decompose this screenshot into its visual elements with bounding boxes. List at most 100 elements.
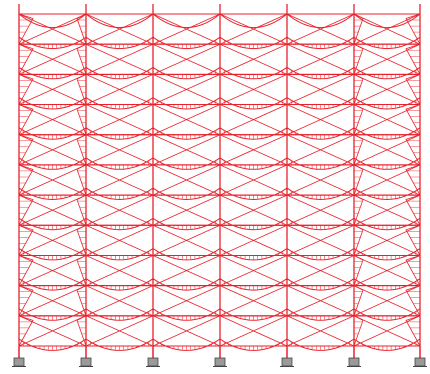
brace [353,104,421,136]
roof-moment-curve [152,13,221,28]
brace [18,74,87,105]
column-moment-wedge [18,285,34,317]
brace [152,255,221,286]
roof-moment-curve [286,13,355,28]
column-moment-wedge [405,254,421,286]
brace [219,43,288,75]
beam-moment-curve [286,96,355,110]
beam-moment-curve [18,307,87,321]
brace [85,43,154,75]
brace [85,164,154,196]
brace [85,134,154,166]
brace [152,74,221,105]
brace [18,224,87,256]
beam-moment-curve [18,247,87,261]
beam-moment-curve [219,338,288,351]
brace [353,13,421,45]
brace [286,74,355,105]
beam-moment-curve [18,217,87,231]
brace [219,255,288,286]
beam-moment-curve [286,187,355,201]
brace [353,194,421,226]
brace [18,255,87,286]
column-moment-wedge [18,315,34,347]
beam-moment-curve [85,126,154,140]
brace [353,164,421,196]
fixed-support [414,357,426,367]
brace [18,134,87,166]
brace [219,164,288,196]
beam-moment-curve [85,187,154,201]
brace [353,255,421,286]
supports-layer [12,357,427,367]
brace [219,104,288,136]
brace [286,43,355,75]
brace [219,315,288,347]
beam-moment-curve [18,156,87,170]
beam-moment-curve [85,217,154,231]
brace [353,134,421,166]
column-moment-wedge [405,134,421,166]
beam-moment-curve [286,217,355,231]
beam-moment-curve [219,126,288,140]
beam-moment-curve [353,338,421,351]
brace [286,13,355,45]
moment-hatch-layer [19,19,420,351]
beam-moment-curve [152,96,221,110]
brace [152,13,221,45]
brace [18,164,87,196]
roof-moment-curve [219,13,288,28]
beam-moment-curve [286,247,355,261]
roof-moment-curve [18,13,87,28]
brace [286,134,355,166]
column-moment-wedge [18,224,34,256]
brace [85,74,154,105]
brace [85,285,154,317]
brace [152,43,221,75]
beam-moment-curve [353,66,421,80]
brace [85,104,154,136]
column-moment-wedge [18,134,34,166]
frame-members-layer [18,4,421,358]
brace [152,315,221,347]
beam-moment-curve [353,247,421,261]
beam-moment-curve [18,36,87,50]
column-moment-wedge [405,13,421,45]
beam-moment-curve [353,96,421,110]
fixed-support [214,357,226,367]
brace [286,255,355,286]
brace [286,315,355,347]
beam-moment-curve [85,307,154,321]
beam-moment-curve [152,338,221,351]
beam-moment-curve [152,217,221,231]
beam-moment-curve [353,217,421,231]
brace [219,134,288,166]
beam-moment-curve [286,66,355,80]
fixed-support [147,357,159,367]
brace [286,285,355,317]
brace [353,74,421,105]
column-moment-wedge [405,43,421,75]
brace [152,104,221,136]
brace [85,224,154,256]
beam-moment-curve [85,247,154,261]
brace [286,194,355,226]
brace [353,43,421,75]
fixed-support [13,357,25,367]
brace [286,104,355,136]
column-moment-wedge [18,43,34,75]
brace [152,164,221,196]
beam-moment-curve [353,156,421,170]
beam-moment-curve [85,156,154,170]
brace [85,315,154,347]
roof-moment-curve [85,13,154,28]
beam-moment-curve [85,277,154,291]
beam-moment-curve [353,187,421,201]
column-moment-wedge [18,103,34,135]
beam-moment-curve [286,277,355,291]
brace [219,13,288,45]
beam-moment-curve [152,126,221,140]
beam-moment-curve [286,36,355,50]
fixed-support [281,357,293,367]
